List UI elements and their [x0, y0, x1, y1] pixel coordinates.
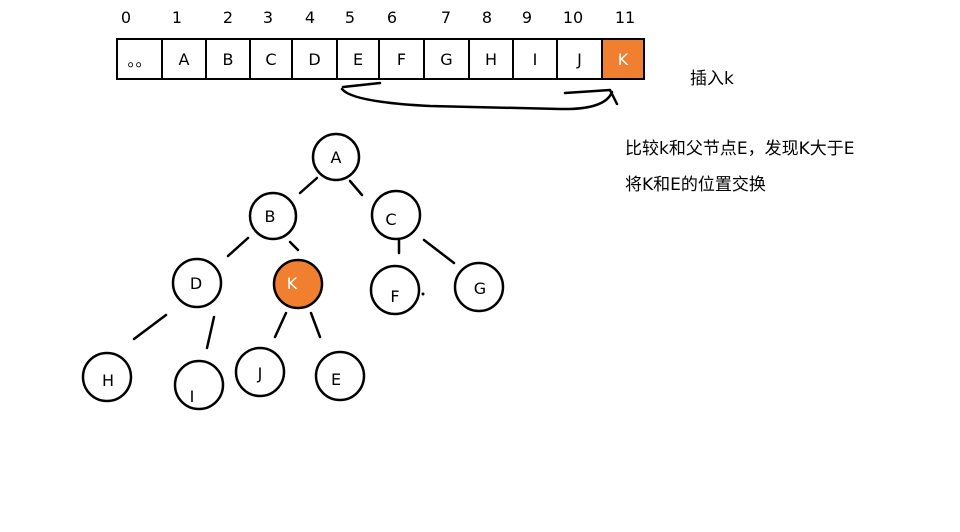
tree-node-label: A	[331, 148, 342, 167]
tree-node-label: F	[390, 287, 399, 306]
array-index: 6	[386, 8, 398, 27]
edge-c-g	[422, 238, 456, 265]
array-index: 5	[344, 8, 356, 27]
array-cell: I	[512, 38, 556, 80]
tree-node: J	[234, 346, 286, 398]
array-index: 11	[614, 8, 636, 27]
array-cell: A	[161, 38, 205, 80]
array-cell: H	[468, 38, 512, 80]
array-cell: B	[205, 38, 249, 80]
array-cell-highlighted: K	[601, 38, 645, 80]
edge-b-d	[226, 236, 250, 258]
tree-node: I	[173, 359, 225, 411]
array-index: 9	[521, 8, 533, 27]
tree-node-label: I	[190, 387, 195, 406]
array-index: 2	[222, 8, 234, 27]
array-index: 4	[304, 8, 316, 27]
tree-node-label: K	[287, 274, 298, 293]
edge-a-b	[298, 176, 319, 195]
tree-node: G	[453, 261, 505, 313]
compare-note-line2: 将K和E的位置交换	[625, 175, 766, 195]
array-index: 8	[481, 8, 493, 27]
array-cell: J	[556, 38, 601, 80]
tree-node-label: H	[102, 371, 114, 390]
array-cell: D	[291, 38, 336, 80]
array-cell: F	[378, 38, 423, 80]
edge-d-h	[132, 313, 168, 341]
array-cell: C	[249, 38, 291, 80]
compare-note-line1: 比较k和父节点E，发现K大于E	[625, 139, 855, 159]
array-cell: 。。	[116, 38, 161, 80]
edge-b-k	[288, 240, 300, 252]
array-index: 1	[171, 8, 183, 27]
tree-node-label: E	[331, 370, 341, 389]
tree-node-label: C	[385, 210, 396, 229]
tree-node-label: B	[265, 207, 276, 226]
array-cell: G	[423, 38, 468, 80]
array-index: 10	[562, 8, 584, 27]
tree-node: B	[248, 191, 298, 241]
edge-a-c	[348, 179, 364, 197]
array-index: 0	[120, 8, 132, 27]
tree-node: C	[370, 189, 422, 241]
tree-node-label: G	[474, 279, 486, 298]
tree-node: A	[311, 132, 361, 182]
tree-node: E	[314, 350, 366, 402]
tree-edges	[132, 176, 456, 350]
tree-nodes: A B C D K F G	[81, 132, 505, 411]
array-index: 7	[440, 8, 452, 27]
array-cell: E	[336, 38, 378, 80]
stray-dot	[421, 292, 425, 296]
array-index: 3	[262, 8, 274, 27]
edge-k-j	[273, 311, 288, 339]
tree-node-label: J	[257, 364, 263, 383]
swap-arrow	[340, 81, 619, 111]
tree-node: F	[369, 264, 421, 316]
edge-k-e	[309, 311, 322, 339]
edge-d-i	[205, 315, 216, 350]
tree-node-label: D	[190, 274, 202, 293]
tree-node: D	[171, 257, 223, 309]
tree-node: H	[81, 351, 133, 403]
tree-node-highlighted: K	[272, 258, 324, 310]
insert-label: 插入k	[690, 69, 734, 89]
